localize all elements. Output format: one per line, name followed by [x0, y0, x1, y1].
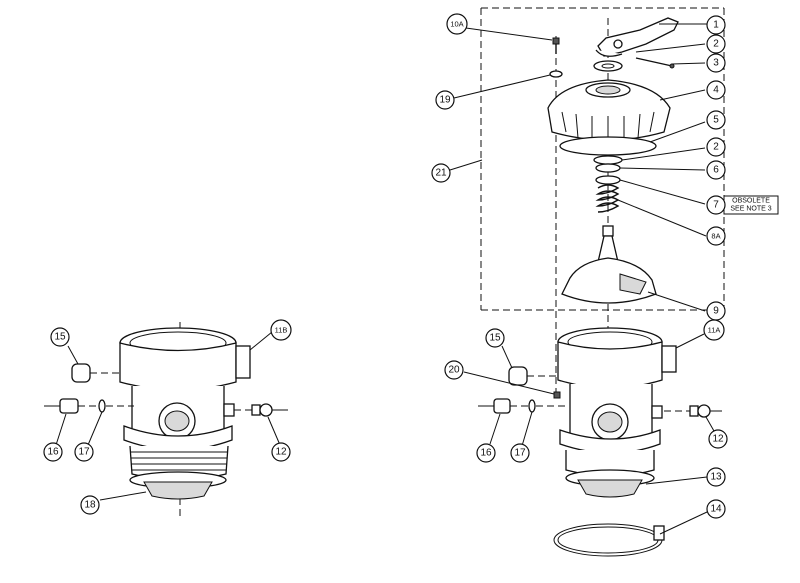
callout-1: 1 [706, 15, 726, 35]
note-line-2: SEE NOTE 3 [730, 206, 771, 213]
callout-16-right: 16 [476, 443, 496, 463]
callout-5-label: 5 [713, 115, 719, 126]
diverter-part [561, 225, 657, 304]
callout-9-label: 9 [713, 306, 719, 317]
callout-3: 3 [706, 53, 726, 73]
knob-15-right [508, 366, 560, 386]
callout-11b-label: 11B [275, 326, 288, 335]
callout-5: 5 [706, 110, 726, 130]
callout-15-right: 15 [485, 328, 505, 348]
callout-17-left-label: 17 [78, 447, 90, 458]
callout-19: 19 [435, 90, 455, 110]
callout-20-label: 20 [448, 365, 460, 376]
callout-15-right-label: 15 [489, 333, 501, 344]
oring-7-part [595, 175, 621, 185]
callout-20: 20 [444, 360, 464, 380]
callout-21: 21 [431, 163, 451, 183]
callout-11a: 11A [703, 319, 725, 341]
plug-16-left [44, 398, 134, 414]
callout-2a: 2 [706, 34, 726, 54]
gasket-part [559, 136, 657, 156]
washer-19-part [549, 70, 563, 78]
callout-21-label: 21 [435, 168, 447, 179]
basket-18-part [129, 471, 227, 500]
callout-14-label: 14 [710, 504, 722, 515]
callout-8a: 8A [706, 226, 726, 246]
screw-20 [553, 391, 561, 399]
ring-6-part [595, 163, 621, 173]
washer-lower-part [593, 155, 623, 165]
callout-4-label: 4 [713, 85, 719, 96]
callout-1-label: 1 [713, 20, 719, 31]
callout-16-right-label: 16 [480, 448, 492, 459]
callout-12-left: 12 [271, 442, 291, 462]
callout-15-left-label: 15 [54, 332, 66, 343]
callout-10a: 10A [446, 13, 468, 35]
leader-lines [55, 23, 715, 535]
callout-2a-label: 2 [713, 39, 719, 50]
callout-16-left: 16 [43, 442, 63, 462]
callout-2b-label: 2 [713, 142, 719, 153]
clamp-ring-part [553, 523, 665, 557]
callout-4: 4 [706, 80, 726, 100]
callout-13-label: 13 [710, 472, 722, 483]
pin-part [635, 57, 675, 69]
callout-16-left-label: 16 [47, 447, 59, 458]
callout-19-label: 19 [439, 95, 451, 106]
callout-10a-label: 10A [450, 20, 463, 29]
callout-12-right-label: 12 [712, 434, 724, 445]
drain-12-right [664, 404, 722, 418]
callout-3-label: 3 [713, 58, 719, 69]
basket-13-part [565, 469, 655, 498]
callout-7: 7 [706, 195, 726, 215]
obsolete-note-box: OBSOLETE SEE NOTE 3 [723, 195, 779, 215]
valve-body-11b [119, 327, 251, 481]
callout-6-label: 6 [713, 165, 719, 176]
handle-part [595, 17, 679, 57]
callout-18: 18 [80, 495, 100, 515]
callout-11a-label: 11A [708, 326, 721, 335]
drain-12-left [234, 403, 288, 417]
callout-7-label: 7 [713, 200, 719, 211]
note-line-1: OBSOLETE [732, 198, 770, 205]
spring-part [595, 184, 620, 213]
knob-15-left [71, 363, 122, 383]
callout-14: 14 [706, 499, 726, 519]
callout-12-left-label: 12 [275, 447, 287, 458]
cover-part [547, 79, 671, 142]
callout-18-label: 18 [84, 500, 96, 511]
valve-body-11a [557, 327, 677, 477]
callout-13: 13 [706, 467, 726, 487]
screw-10a-part [552, 37, 560, 54]
callout-9: 9 [706, 301, 726, 321]
callout-8a-label: 8A [711, 232, 720, 241]
callout-15-left: 15 [50, 327, 70, 347]
washer-top-part [593, 60, 623, 72]
callout-2b: 2 [706, 137, 726, 157]
callout-17-left: 17 [74, 442, 94, 462]
plug-16-right [478, 398, 568, 414]
callout-17-right-label: 17 [514, 448, 526, 459]
callout-17-right: 17 [510, 443, 530, 463]
callout-12-right: 12 [708, 429, 728, 449]
callout-6: 6 [706, 160, 726, 180]
callout-11b: 11B [270, 319, 292, 341]
